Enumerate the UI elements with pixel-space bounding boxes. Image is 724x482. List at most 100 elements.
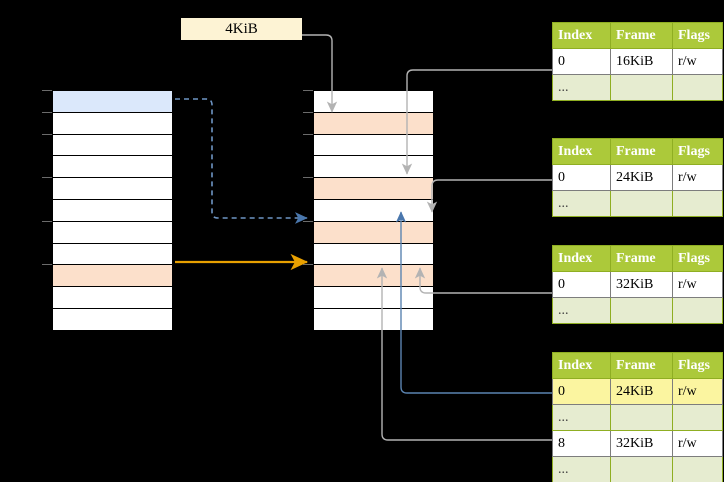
column-header-flags: Flags	[672, 138, 723, 165]
column-header-index: Index	[552, 245, 611, 272]
cell-frame: 32KiB	[610, 271, 673, 298]
physical-memory-column-cell-5[interactable]	[313, 199, 434, 222]
column-header-flags: Flags	[672, 352, 723, 379]
column-header-frame: Frame	[610, 22, 673, 49]
virtual-address-space-column-cell-9[interactable]	[52, 286, 173, 309]
cell-flags	[672, 456, 723, 482]
cell-flags: r/w	[672, 271, 723, 298]
cell-flags	[672, 190, 723, 217]
table-header-row: Index Frame Flags	[552, 352, 723, 379]
page-table-level-2[interactable]: Index Frame Flags 0 24KiB r/w ...	[552, 138, 723, 217]
cell-frame	[610, 456, 673, 482]
virtual-address-space-column-cell-5[interactable]	[52, 199, 173, 222]
page-table-level-4[interactable]: Index Frame Flags 0 24KiB r/w ... 8 32Ki…	[552, 352, 723, 482]
cell-frame: 16KiB	[610, 48, 673, 75]
table-row[interactable]: ...	[552, 456, 723, 482]
cell-flags: r/w	[672, 430, 723, 457]
cell-index: ...	[552, 456, 611, 482]
page-table-level-3[interactable]: Index Frame Flags 0 32KiB r/w ...	[552, 245, 723, 324]
cell-index: 0	[552, 271, 611, 298]
table-row[interactable]: 0 16KiB r/w	[552, 48, 723, 75]
axis-tick	[42, 90, 52, 91]
axis-tick	[303, 90, 313, 91]
axis-tick	[303, 220, 313, 222]
virtual-address-space-column-cell-7[interactable]	[52, 242, 173, 266]
table-header-row: Index Frame Flags	[552, 245, 723, 272]
virtual-address-space-column-cell-10[interactable]	[52, 308, 173, 331]
table-row[interactable]: 8 32KiB r/w	[552, 430, 723, 457]
column-header-frame: Frame	[610, 138, 673, 165]
axis-tick	[42, 220, 52, 222]
wire-table2-to-frame	[426, 179, 552, 213]
axis-tick	[42, 264, 52, 266]
wire-virtual-page-to-frame-dashed	[175, 98, 308, 224]
cell-index: ...	[552, 297, 611, 324]
cell-frame: 24KiB	[610, 378, 673, 405]
page-table-level-1[interactable]: Index Frame Flags 0 16KiB r/w ...	[552, 22, 723, 101]
physical-memory-column-cell-2[interactable]	[313, 133, 434, 157]
axis-tick	[303, 111, 313, 113]
physical-memory-column-cell-6[interactable]	[313, 220, 434, 244]
virtual-address-space-column-cell-1[interactable]	[52, 111, 173, 135]
physical-memory-column-cell-8[interactable]	[313, 264, 434, 288]
cell-frame: 24KiB	[610, 164, 673, 191]
table-row[interactable]: ...	[552, 297, 723, 324]
physical-memory-column-cell-3[interactable]	[313, 155, 434, 179]
virtual-address-space-column-cell-2[interactable]	[52, 133, 173, 157]
axis-tick	[303, 133, 313, 135]
virtual-address-space-column	[52, 90, 173, 331]
cell-flags	[672, 297, 723, 324]
cell-index: 8	[552, 430, 611, 457]
axis-tick	[42, 177, 52, 179]
physical-memory-column-cell-9[interactable]	[313, 286, 434, 309]
virtual-address-space-column-cell-8[interactable]	[52, 264, 173, 288]
column-header-index: Index	[552, 138, 611, 165]
cell-flags: r/w	[672, 378, 723, 405]
virtual-address-space-column-cell-3[interactable]	[52, 155, 173, 179]
cell-index: 0	[552, 378, 611, 405]
axis-tick	[303, 177, 313, 179]
cell-flags: r/w	[672, 164, 723, 191]
cell-frame	[610, 404, 673, 431]
table-header-row: Index Frame Flags	[552, 138, 723, 165]
axis-tick	[42, 111, 52, 113]
table-row[interactable]: ...	[552, 74, 723, 101]
cell-index: ...	[552, 404, 611, 431]
physical-memory-column-cell-1[interactable]	[313, 111, 434, 135]
column-header-flags: Flags	[672, 22, 723, 49]
axis-tick	[303, 264, 313, 266]
physical-memory-column	[313, 90, 434, 331]
table-row[interactable]: ...	[552, 404, 723, 431]
cell-index: ...	[552, 74, 611, 101]
cell-flags	[672, 74, 723, 101]
virtual-address-space-column-cell-6[interactable]	[52, 220, 173, 244]
cell-index: 0	[552, 48, 611, 75]
physical-memory-column-cell-7[interactable]	[313, 242, 434, 266]
cell-index: ...	[552, 190, 611, 217]
table-row[interactable]: ...	[552, 190, 723, 217]
physical-memory-column-cell-0[interactable]	[313, 90, 434, 113]
cell-frame: 32KiB	[610, 430, 673, 457]
cell-frame	[610, 190, 673, 217]
cell-index: 0	[552, 164, 611, 191]
physical-memory-column-cell-10[interactable]	[313, 308, 434, 331]
table-row[interactable]: 0 24KiB r/w	[552, 164, 723, 191]
physical-memory-column-cell-4[interactable]	[313, 177, 434, 200]
cell-flags: r/w	[672, 48, 723, 75]
axis-tick	[42, 133, 52, 135]
wire-table3-to-frame	[414, 267, 552, 294]
column-header-flags: Flags	[672, 245, 723, 272]
virtual-address-space-column-cell-0[interactable]	[52, 90, 173, 113]
column-header-index: Index	[552, 22, 611, 49]
table-row[interactable]: 0 32KiB r/w	[552, 271, 723, 298]
virtual-address-space-column-cell-4[interactable]	[52, 177, 173, 200]
page-size-label: 4KiB	[181, 18, 302, 40]
column-header-index: Index	[552, 352, 611, 379]
column-header-frame: Frame	[610, 245, 673, 272]
column-header-frame: Frame	[610, 352, 673, 379]
table-row[interactable]: 0 24KiB r/w	[552, 378, 723, 405]
table-header-row: Index Frame Flags	[552, 22, 723, 49]
cell-frame	[610, 297, 673, 324]
cell-flags	[672, 404, 723, 431]
